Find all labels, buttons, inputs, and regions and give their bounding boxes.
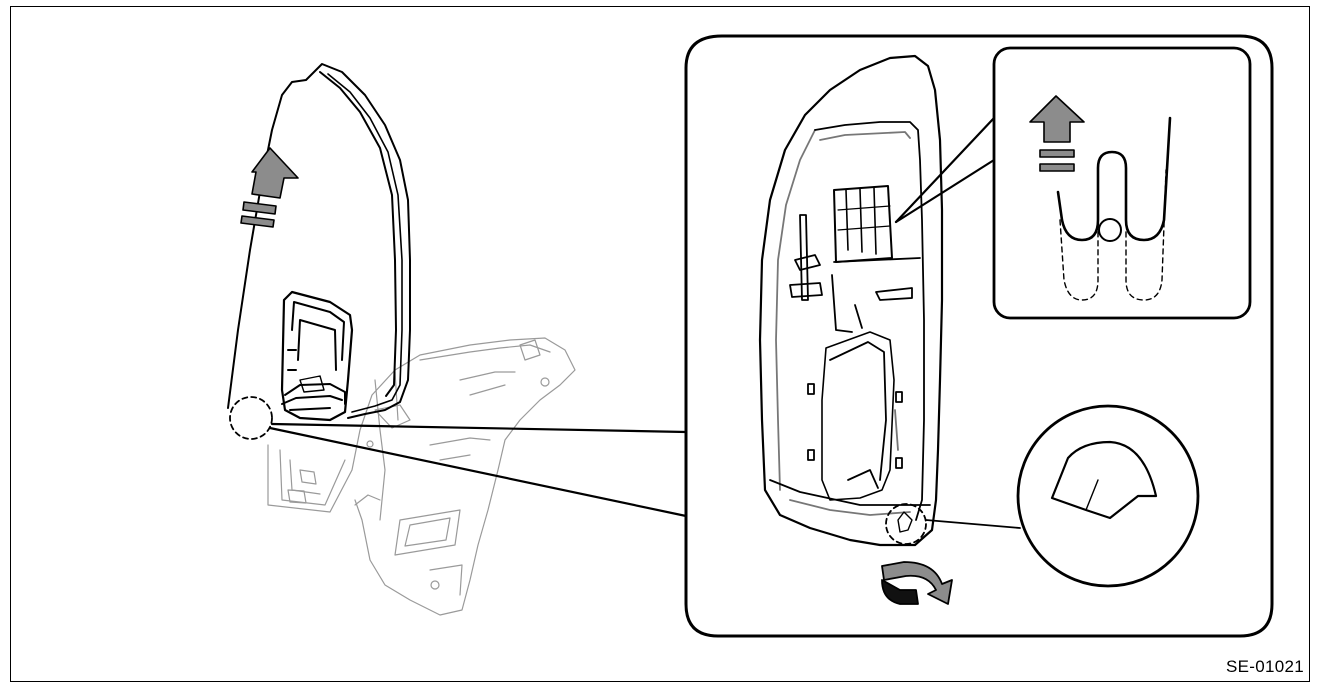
figure-code: SE-01021 — [1225, 657, 1304, 676]
clip-detail-circle — [925, 404, 1200, 588]
clip-inset-box — [992, 46, 1252, 320]
detail-view — [684, 34, 1274, 638]
upward-arrow-icon — [240, 147, 299, 228]
trim-panel — [227, 63, 411, 422]
inset-leader — [894, 116, 996, 224]
vehicle-body-structure — [267, 337, 576, 616]
trim-panel-back-view — [758, 54, 944, 547]
bottom-clip-marker — [885, 503, 927, 545]
inset-upward-arrow-icon — [1029, 95, 1085, 172]
clip-location-marker — [229, 396, 688, 518]
figure-border — [10, 6, 1310, 682]
rotate-arrow-icon — [881, 561, 953, 605]
